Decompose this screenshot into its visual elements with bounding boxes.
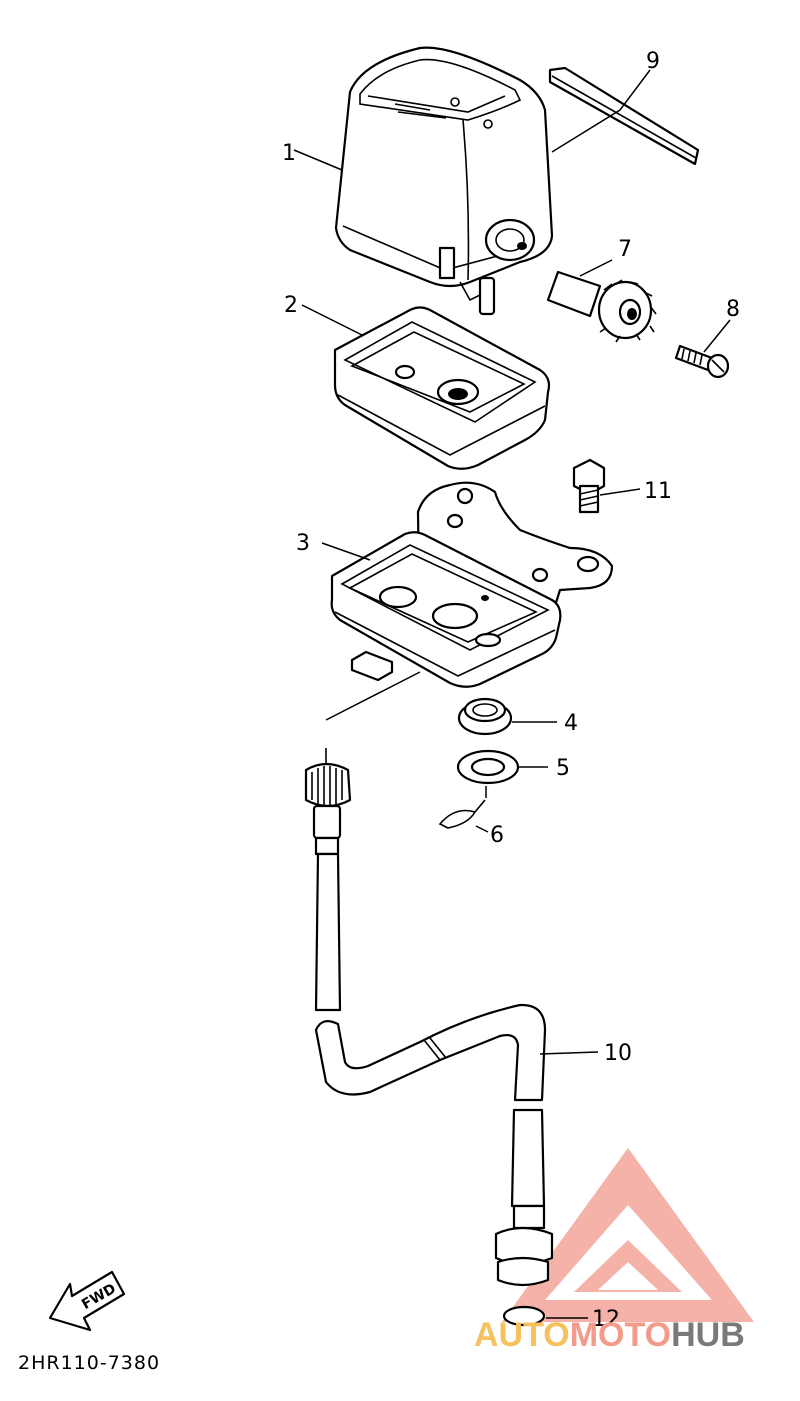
part-4-grommet bbox=[457, 697, 513, 736]
watermark-part-1: AUTO bbox=[474, 1316, 570, 1354]
callout-6: 6 bbox=[490, 823, 504, 848]
part-10-cable bbox=[304, 748, 554, 1327]
watermark-logo-icon bbox=[502, 1148, 754, 1322]
watermark-part-3: HUB bbox=[671, 1316, 745, 1354]
callout-11: 11 bbox=[644, 479, 672, 504]
part-9-strip bbox=[548, 66, 700, 166]
leader-lines bbox=[293, 69, 731, 1319]
callout-7: 7 bbox=[618, 237, 632, 262]
part-11-bolt bbox=[572, 458, 606, 514]
callout-9: 9 bbox=[646, 49, 660, 74]
part-6-clip bbox=[438, 799, 486, 829]
callout-12: 12 bbox=[592, 1307, 620, 1332]
watermark-part-2: MOTO bbox=[569, 1316, 672, 1354]
callout-2: 2 bbox=[284, 293, 298, 318]
part-7-drive-gear bbox=[546, 270, 657, 343]
part-2-cushion bbox=[333, 306, 551, 470]
callout-1: 1 bbox=[282, 141, 296, 166]
callout-4: 4 bbox=[564, 711, 578, 736]
part-8-screw bbox=[674, 344, 730, 379]
callout-8: 8 bbox=[726, 297, 740, 322]
callout-10: 10 bbox=[604, 1041, 632, 1066]
part-3-bracket bbox=[330, 481, 614, 688]
part-1-meter-housing bbox=[334, 46, 554, 316]
fwd-arrow-icon: FWD bbox=[48, 1270, 126, 1332]
diagram-code: 2HR110-7380 bbox=[18, 1352, 161, 1374]
part-5-washer bbox=[456, 749, 520, 785]
callout-3: 3 bbox=[296, 531, 310, 556]
callout-5: 5 bbox=[556, 756, 570, 781]
watermark-text: AUTOMOTOHUB bbox=[474, 1316, 745, 1355]
